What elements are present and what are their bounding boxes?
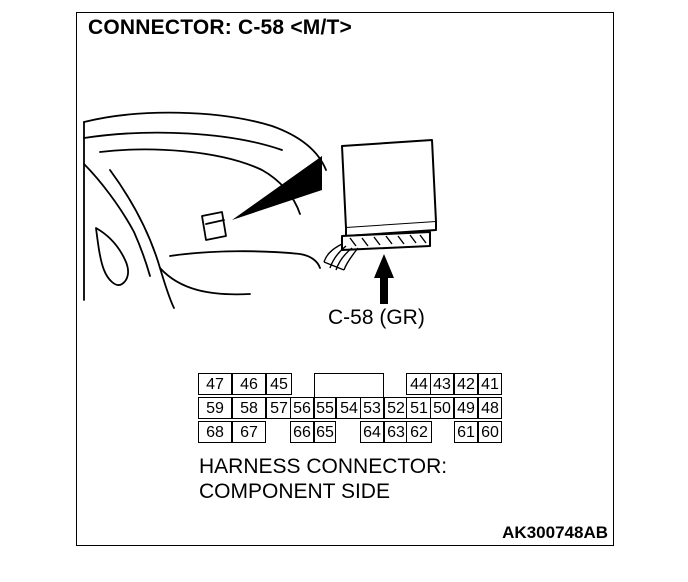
pin-42: 42	[454, 373, 478, 395]
pin-57: 57	[266, 397, 292, 419]
pin-68: 68	[198, 421, 232, 443]
harness-connector-label: HARNESS CONNECTOR: COMPONENT SIDE	[199, 454, 447, 504]
arrow-icon	[374, 254, 394, 304]
dashboard-steering-curve	[159, 267, 251, 296]
figure-frame	[76, 12, 614, 546]
pin-64: 64	[360, 421, 384, 443]
pin-62: 62	[406, 421, 432, 443]
connector-module-body	[341, 139, 437, 229]
connector-module-plug	[341, 231, 431, 251]
pin-56: 56	[290, 397, 314, 419]
pin-55: 55	[314, 397, 336, 419]
side-label-line-2: COMPONENT SIDE	[199, 480, 390, 503]
connector-key-notch	[314, 373, 384, 397]
pin-67: 67	[232, 421, 266, 443]
dashboard-console	[83, 163, 151, 277]
pin-41: 41	[478, 373, 502, 395]
dashboard-knee-panel	[169, 250, 321, 269]
pin-49: 49	[454, 397, 478, 419]
pin-48: 48	[478, 397, 502, 419]
connector-location-box	[201, 211, 227, 241]
dashboard-outline-lower	[83, 131, 283, 151]
pin-58: 58	[232, 397, 266, 419]
pin-60: 60	[478, 421, 502, 443]
pin-43: 43	[430, 373, 454, 395]
connector-label: C-58 (GR)	[328, 306, 425, 329]
dashboard-glovebox	[109, 169, 175, 309]
pin-51: 51	[406, 397, 432, 419]
pin-44: 44	[406, 373, 432, 395]
pin-47: 47	[198, 373, 232, 395]
pin-63: 63	[384, 421, 408, 443]
dashboard-outline-top	[83, 111, 327, 171]
diagram-title: CONNECTOR: C-58 <M/T>	[88, 16, 353, 39]
pin-54: 54	[336, 397, 362, 419]
pin-66: 66	[290, 421, 314, 443]
pin-52: 52	[384, 397, 408, 419]
pin-59: 59	[198, 397, 232, 419]
side-label-line-1: HARNESS CONNECTOR:	[199, 455, 448, 478]
pin-50: 50	[430, 397, 454, 419]
pin-65: 65	[314, 421, 336, 443]
harness-wires	[323, 243, 343, 263]
pin-45: 45	[266, 373, 292, 395]
pin-46: 46	[232, 373, 266, 395]
pin-61: 61	[454, 421, 478, 443]
pointer-wedge	[232, 156, 322, 220]
dashboard-vent	[95, 227, 129, 286]
figure-code: AK300748AB	[502, 523, 608, 542]
pin-53: 53	[360, 397, 384, 419]
